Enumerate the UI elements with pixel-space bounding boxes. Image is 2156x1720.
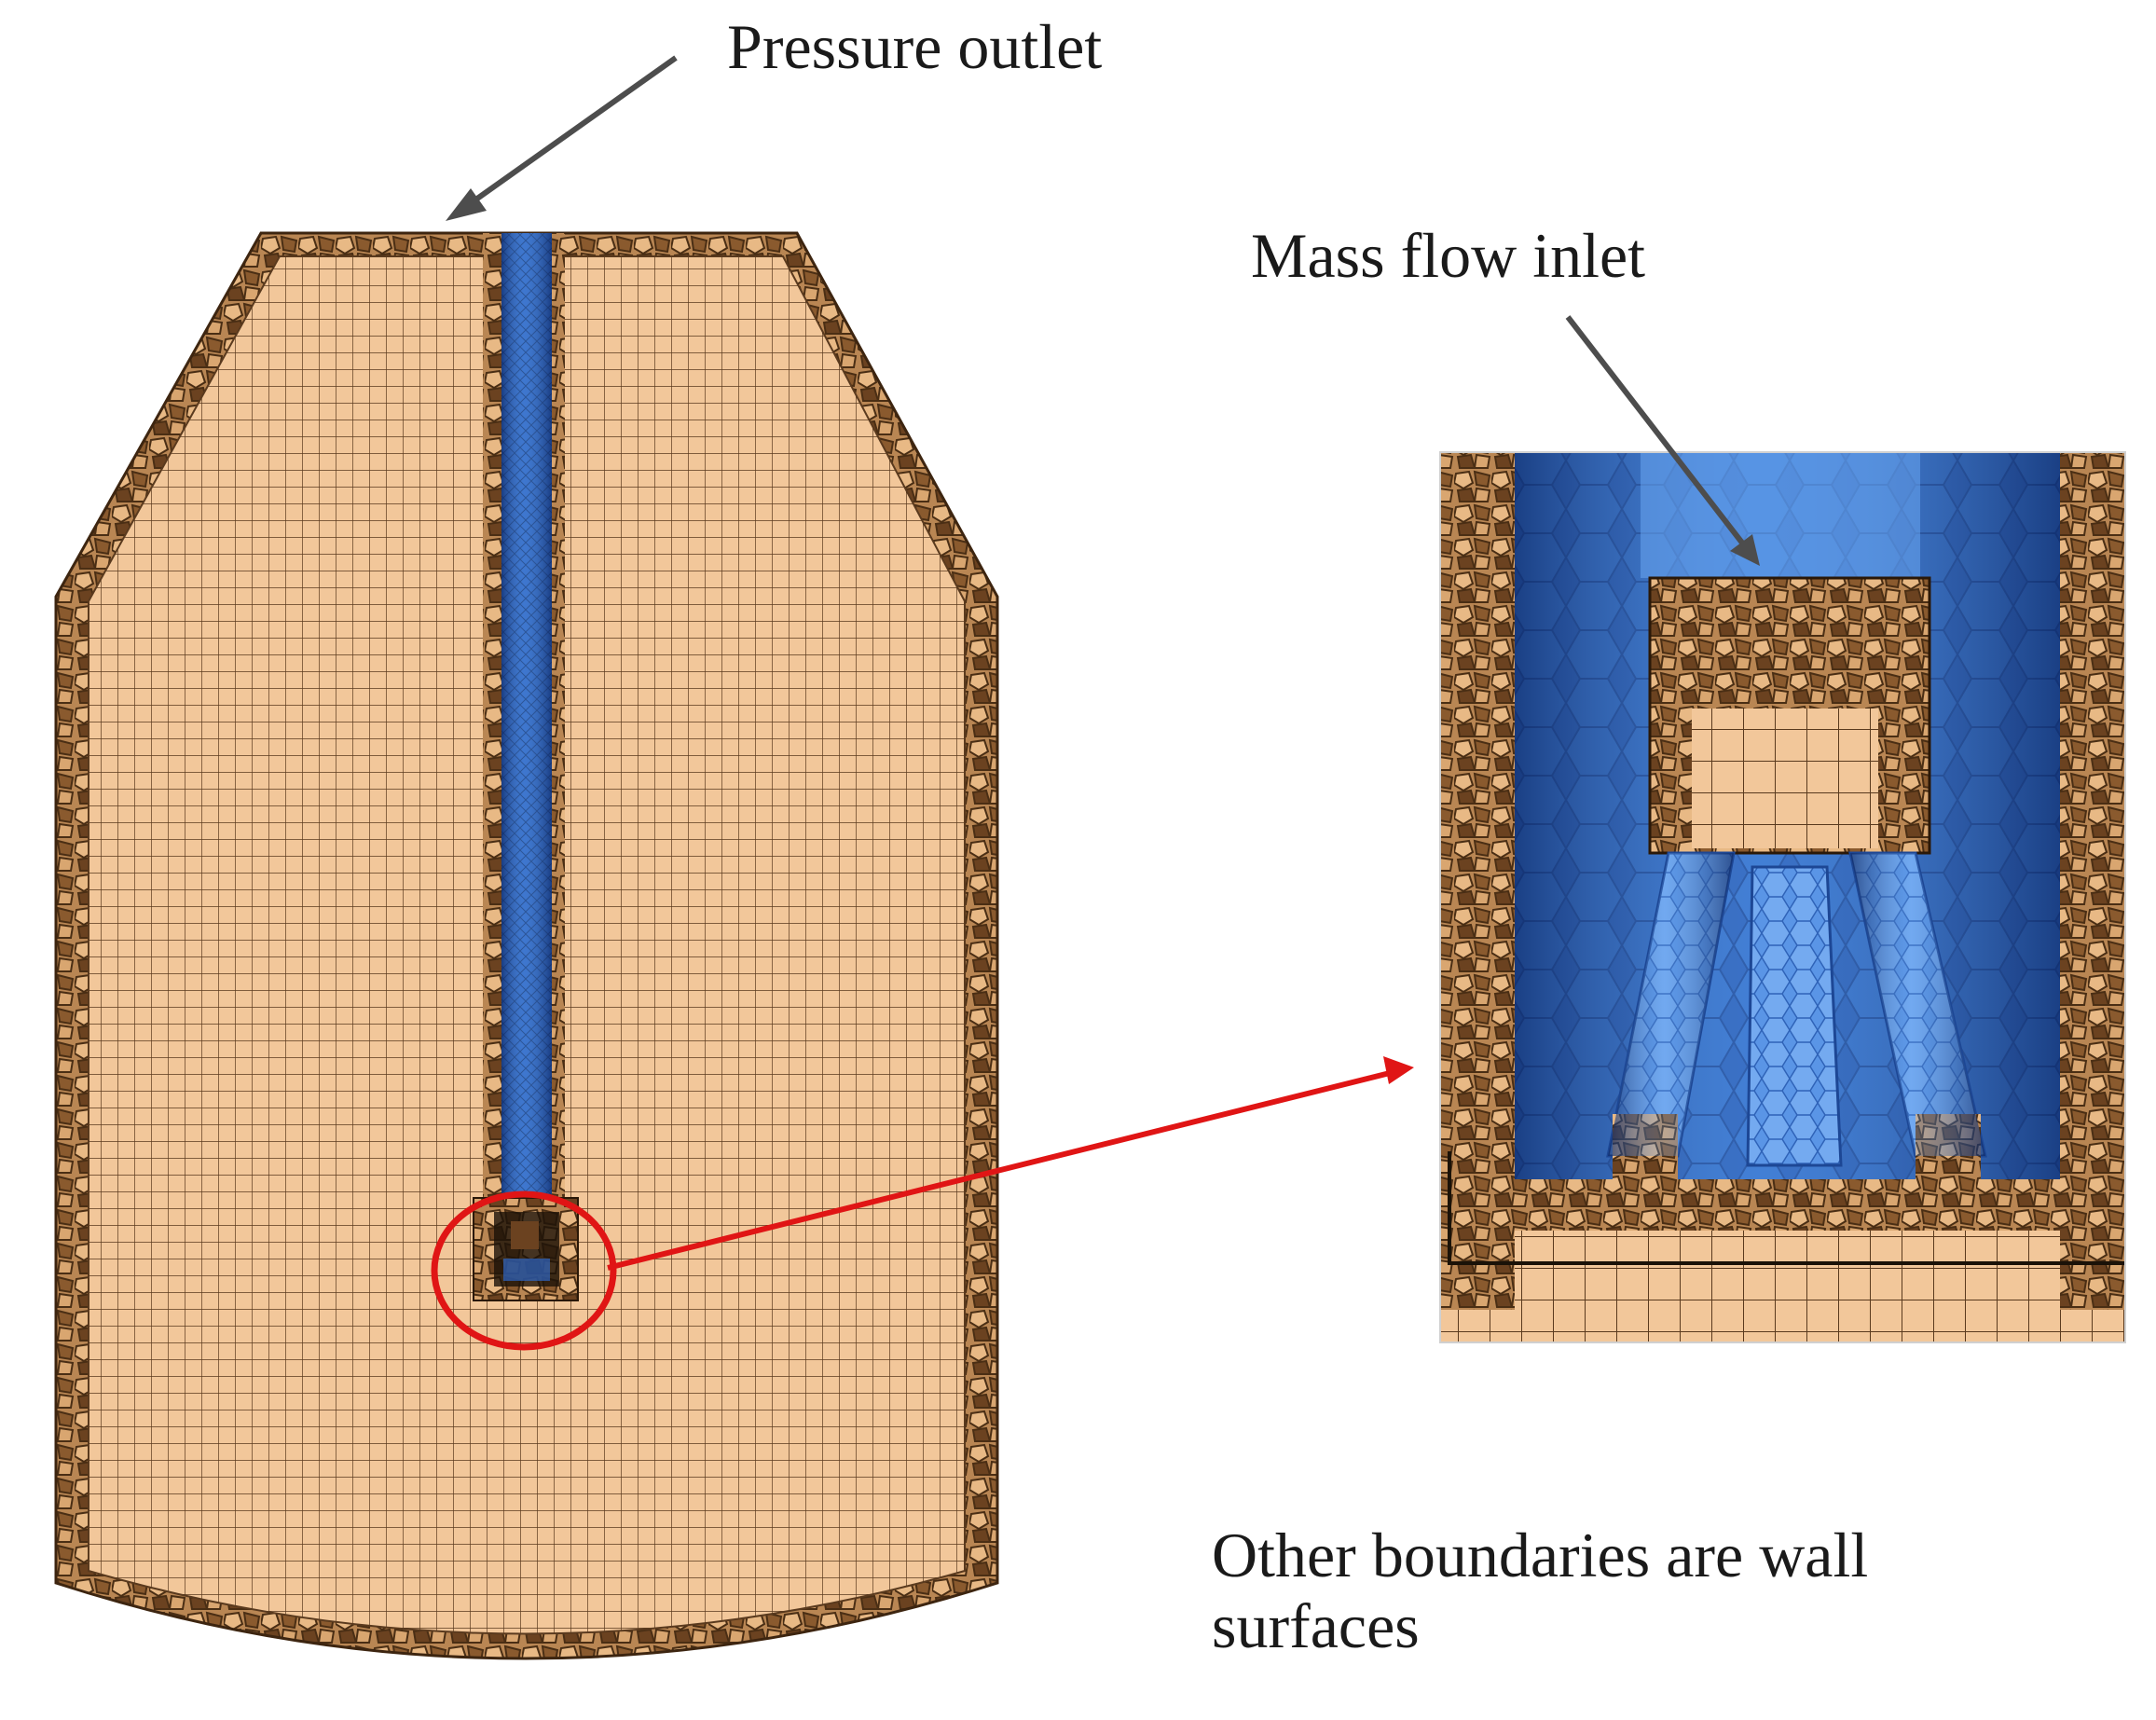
inlet-arrow-icon [1565,315,1760,566]
inlet-block [1648,576,1931,855]
zoom-highlight-circle [431,1190,617,1351]
central-tube-shade [501,233,552,1203]
pressure-outlet-label: Pressure outlet [727,11,1103,82]
inset-detail-view [1440,452,2125,1342]
outlet-arrow-icon [446,55,678,221]
inset-frame [1439,451,2126,1343]
zoom-arrow-icon [607,1056,1414,1271]
nozzle-region [473,1197,579,1301]
vessel-mesh [54,231,999,1660]
wall-boundaries-note: Other boundaries are wall surfaces [1212,1520,1869,1662]
mass-flow-inlet-label: Mass flow inlet [1251,220,1646,291]
nozzle-legs [1606,851,1987,1179]
